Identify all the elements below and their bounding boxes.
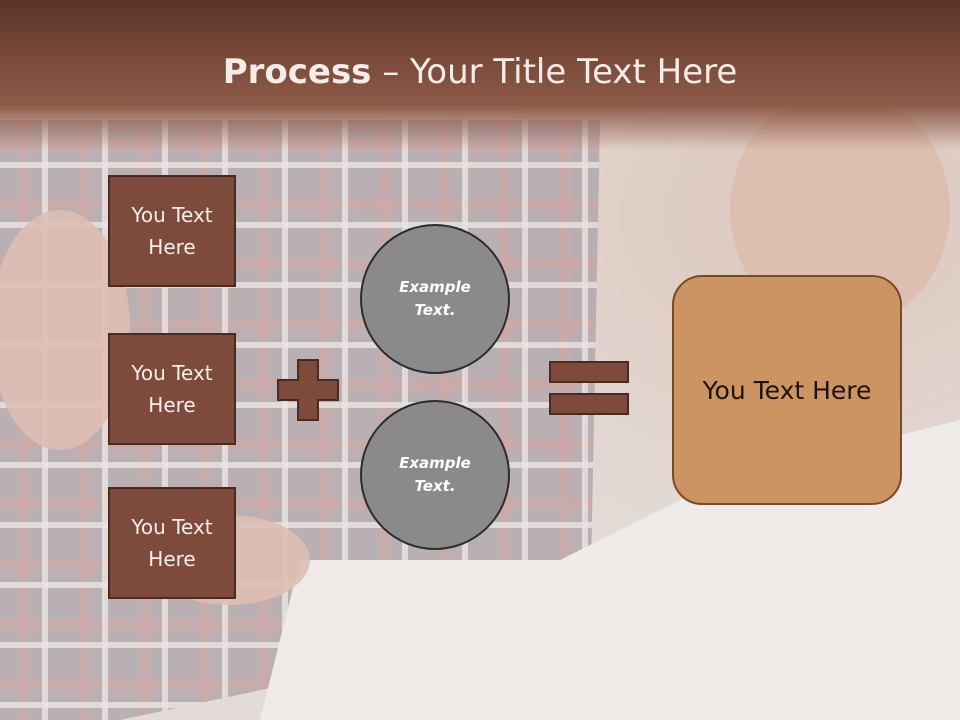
- title-bar: [0, 0, 960, 150]
- input-box-3[interactable]: You Text Here: [108, 487, 236, 599]
- input-box-2-label: You Text Here: [131, 361, 213, 417]
- operand-circle-1-label: Example Text.: [399, 278, 471, 319]
- input-box-1[interactable]: You Text Here: [108, 175, 236, 287]
- result-box[interactable]: You Text Here: [672, 275, 902, 505]
- result-box-label: You Text Here: [702, 375, 872, 405]
- operand-circle-1[interactable]: Example Text.: [360, 224, 510, 374]
- input-box-1-label: You Text Here: [131, 203, 213, 259]
- input-box-2[interactable]: You Text Here: [108, 333, 236, 445]
- equals-sign-icon: [549, 361, 629, 415]
- operand-circle-2[interactable]: Example Text.: [360, 400, 510, 550]
- operand-circle-2-label: Example Text.: [399, 454, 471, 495]
- plus-sign-icon: [277, 359, 339, 421]
- title-bold: Process: [222, 52, 372, 92]
- title-rest: – Your Title Text Here: [371, 52, 738, 92]
- input-box-3-label: You Text Here: [131, 515, 213, 571]
- slide-title: Process – Your Title Text Here: [0, 52, 960, 92]
